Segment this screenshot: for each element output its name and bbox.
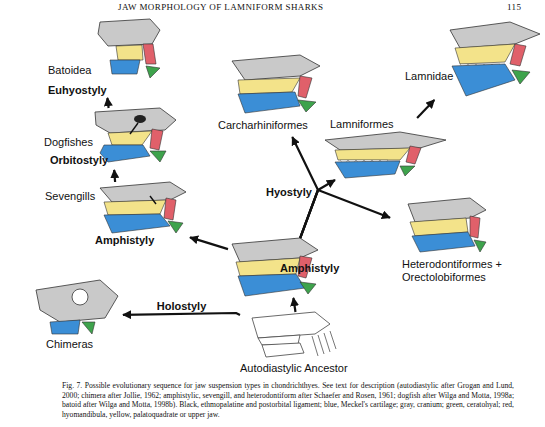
cranium: [232, 55, 320, 80]
taxon-node: Carcharhiniformes: [215, 55, 330, 137]
grade-label: Amphistyly: [95, 234, 154, 247]
evolution-arrow: [300, 180, 335, 238]
evolution-arrow: [293, 298, 295, 312]
ceratohyal: [400, 166, 415, 176]
ceratohyal: [150, 151, 166, 162]
running-header: JAW MORPHOLOGY OF LAMNIFORM SHARKS: [118, 2, 323, 12]
meckels-cartilage: [238, 274, 305, 296]
taxon-label: Chimeras: [46, 338, 93, 351]
cranium: [95, 108, 176, 133]
cranium: [98, 19, 160, 46]
cranium: [100, 182, 186, 202]
taxon-label: Heterodontiformes + Orectolobiformes: [402, 258, 510, 284]
ceratohyal: [512, 70, 530, 84]
ceratohyal: [298, 100, 316, 112]
taxon-node: Autodiastylic Ancestor: [240, 312, 360, 374]
meckels-cartilage: [110, 60, 140, 74]
lamniform-skull: [325, 132, 446, 178]
palatoquadrate: [104, 200, 166, 215]
evolution-arrow: [190, 237, 228, 249]
taxon-label: Dogfishes: [44, 136, 93, 149]
palatoquadrate: [238, 78, 300, 94]
palatoquadrate: [335, 148, 410, 160]
heterodontiform-skull: [408, 198, 486, 252]
cranium: [36, 280, 118, 322]
evolution-arrow: [123, 313, 240, 315]
meckels-cartilage: [50, 320, 80, 334]
grade-label: Amphistyly: [280, 262, 339, 275]
orbit: [72, 289, 88, 305]
carcharhiniform-skull: [232, 55, 320, 113]
taxon-node: BatoideaEuhyostyly: [42, 18, 164, 98]
hyomandibula: [150, 129, 163, 150]
cranium: [450, 22, 540, 48]
taxon-label: Autodiastylic Ancestor: [240, 362, 348, 375]
ceratohyal: [82, 322, 95, 334]
meckels-cartilage: [452, 64, 515, 96]
grade-label: Hyostyly: [266, 186, 312, 199]
taxon-label: Batoidea: [48, 64, 91, 77]
ancestor-skull: [252, 312, 336, 357]
ceratohyal: [474, 240, 486, 252]
chimera-skull: [36, 280, 118, 334]
evolution-arrow: [300, 190, 390, 238]
gill-arches: [312, 331, 336, 356]
hyomandibula: [510, 44, 526, 66]
lamnid-skull: [450, 22, 540, 96]
batoid-skull: [98, 19, 160, 78]
palatoquadrate: [455, 44, 515, 64]
taxon-node: Amphistyly: [228, 238, 350, 298]
grade-label: Holostyly: [157, 300, 207, 312]
grade-label: Orbitostyly: [50, 154, 108, 167]
hyomandibula: [143, 44, 156, 64]
grade-label: Euhyostyly: [48, 84, 107, 97]
evolution-arrow: [107, 98, 108, 108]
cranium: [252, 312, 330, 338]
taxon-node: Chimeras: [28, 278, 123, 353]
lower-jaw: [262, 343, 304, 357]
evolution-arrow: [417, 100, 434, 118]
palatoquadrate: [116, 45, 143, 60]
evolution-arrow: [113, 170, 116, 182]
meckels-cartilage: [104, 214, 170, 233]
taxon-node: Heterodontiformes + Orectolobiformes: [390, 198, 535, 293]
hyomandibula: [470, 216, 480, 238]
taxon-node: Lamniformes: [325, 118, 450, 180]
ceratohyal: [168, 221, 183, 233]
taxon-label: Lamniformes: [330, 118, 394, 131]
page-number: 115: [507, 2, 521, 12]
ceratohyal: [300, 282, 316, 294]
evolution-arrow: [292, 137, 318, 238]
taxon-label: Sevengills: [45, 190, 95, 203]
sevengill-skull: [100, 182, 186, 233]
hyomandibula: [164, 198, 176, 220]
taxon-node: Lamnidae: [405, 20, 540, 100]
hyomandibula: [406, 146, 421, 164]
meckels-cartilage: [412, 232, 475, 252]
taxon-label: Carcharhiniformes: [218, 119, 308, 132]
meckels-cartilage: [238, 92, 300, 113]
dogfish-skull: [95, 108, 176, 162]
taxon-node: DogfishesOrbitostyly: [42, 108, 182, 170]
figure-caption: Fig. 7. Possible evolutionary sequence f…: [62, 381, 514, 419]
ligament: [130, 123, 138, 134]
cranium: [325, 132, 446, 150]
meckels-cartilage: [335, 161, 400, 178]
orbit: [134, 115, 146, 123]
taxon-label: Lamnidae: [405, 70, 453, 83]
ligament: [150, 196, 156, 204]
hyomandibula: [298, 76, 312, 98]
taxon-node: SevengillsAmphistyly: [45, 182, 190, 248]
ceratohyal: [146, 66, 160, 78]
